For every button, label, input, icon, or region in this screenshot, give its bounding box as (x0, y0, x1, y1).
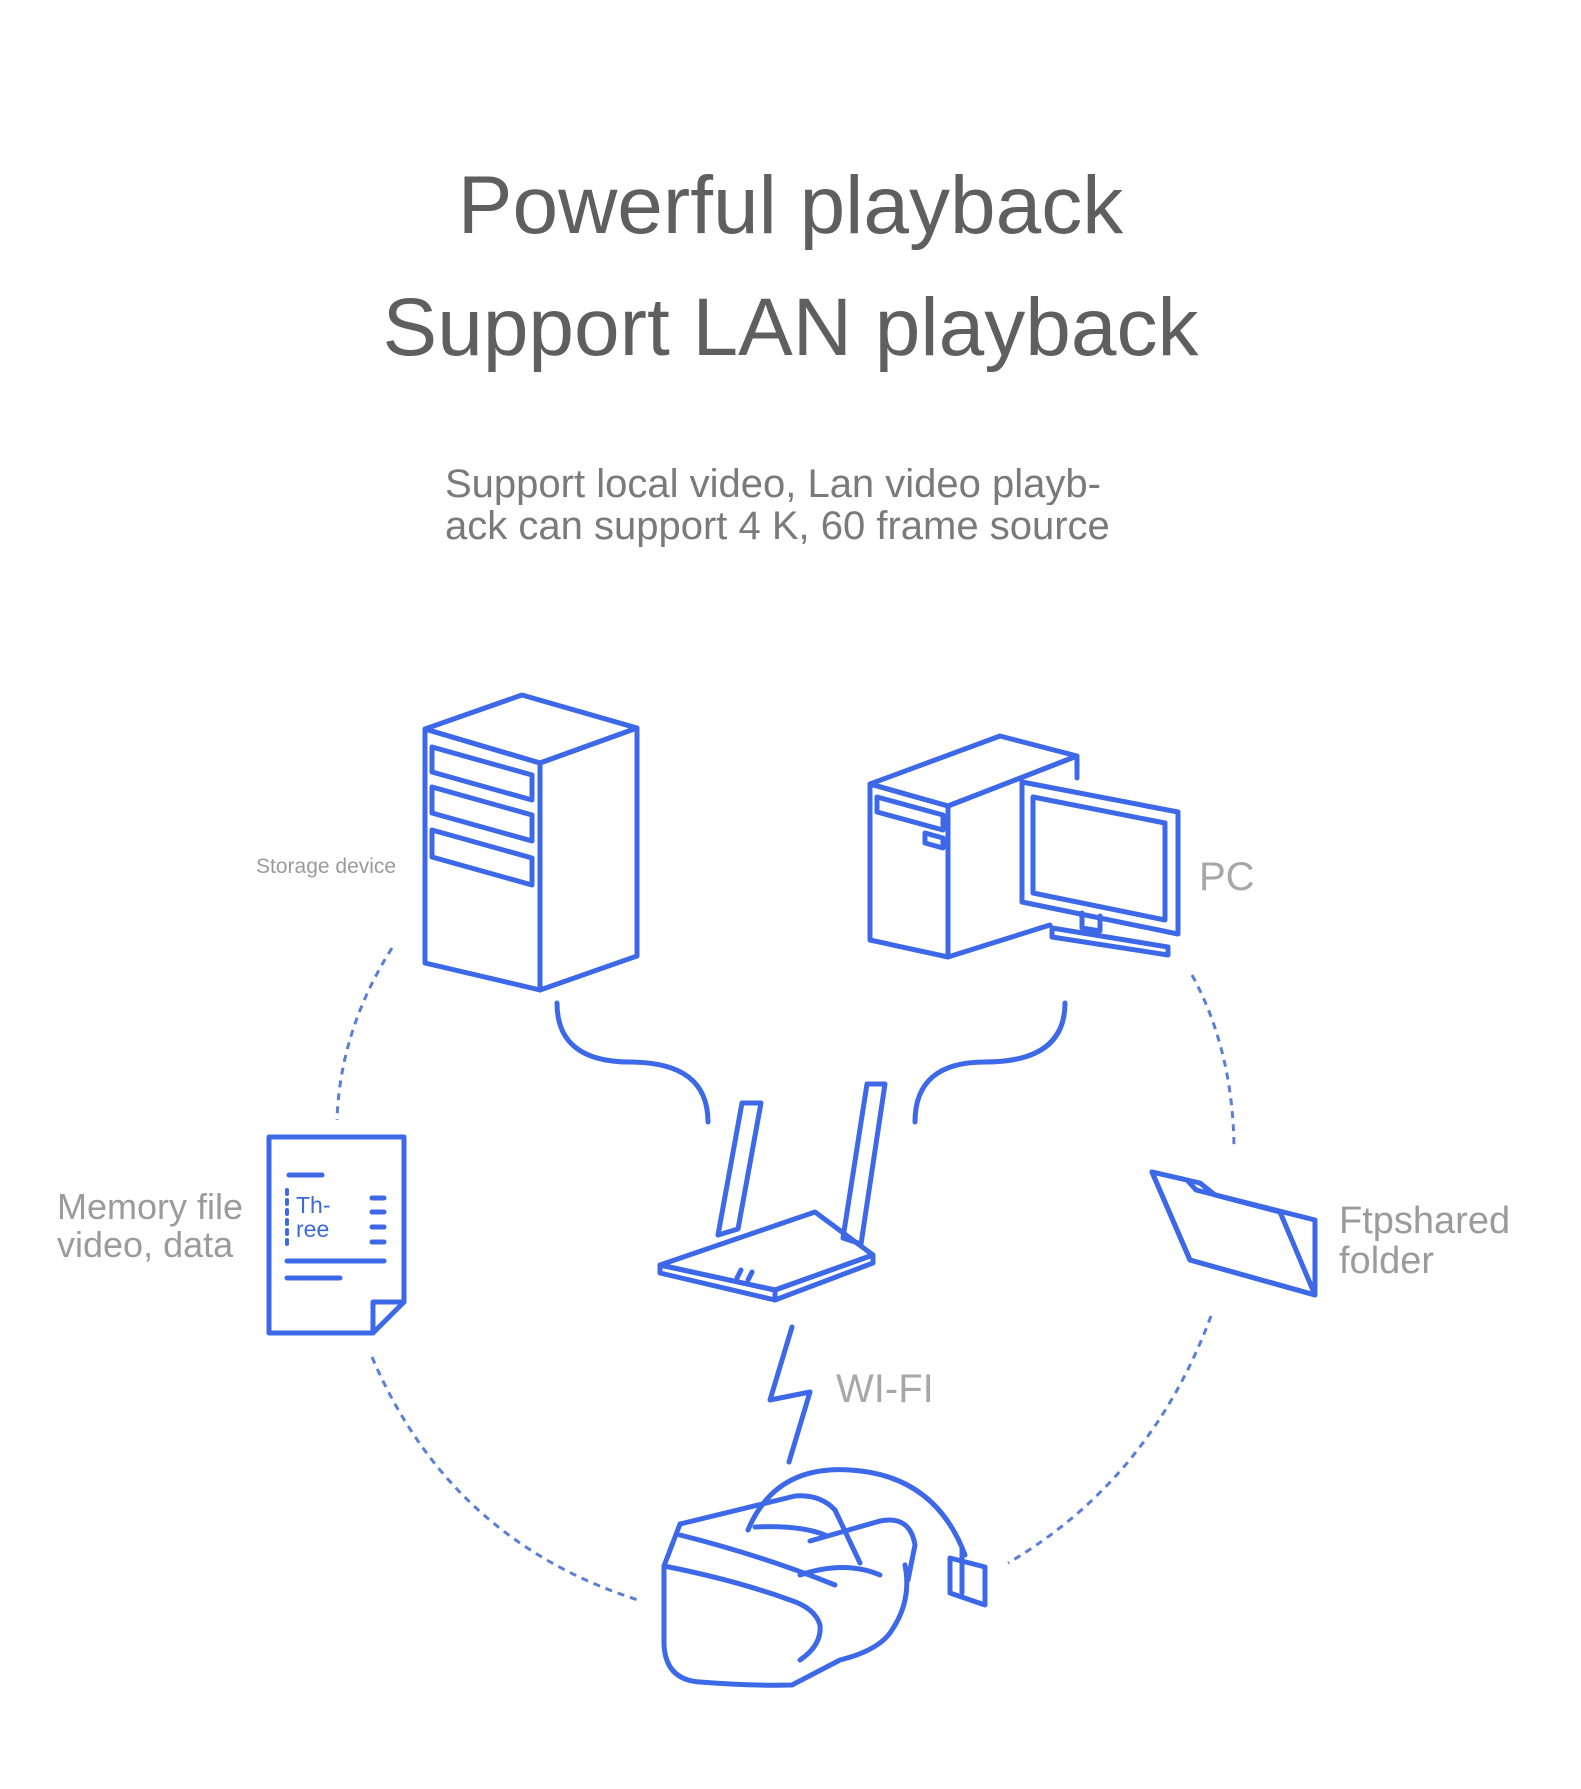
page-title-line-1: Powerful playback (457, 160, 1124, 251)
dashed-ring (335, 947, 1236, 1602)
cable-storage-router (554, 1000, 711, 1125)
cable-pc-router (912, 1000, 1068, 1125)
ring-segment-bottom-right (1007, 1315, 1213, 1565)
memory-file-label-line-2: video, data (57, 1224, 234, 1265)
folder-icon (1149, 1169, 1318, 1298)
ring-segment-top-left (335, 947, 394, 1121)
subtitle-line-2: ack can support 4 K, 60 frame source (445, 505, 1110, 547)
memory-file-label: Memory file video, data (57, 1188, 243, 1264)
vr-headset-icon (661, 1467, 988, 1688)
subtitle-line-1: Support local video, Lan video playb- (445, 463, 1101, 505)
ftp-folder-label-line-2: folder (1339, 1240, 1435, 1282)
document-text-line-1: Th- (296, 1192, 331, 1218)
wifi-label: WI-FI (836, 1367, 934, 1411)
ftp-folder-label: Ftpshared folder (1339, 1201, 1510, 1281)
memory-file-label-line-1: Memory file (57, 1186, 244, 1227)
storage-device-label: Storage device (256, 855, 397, 878)
pc-label: PC (1199, 855, 1255, 899)
desktop-pc-icon (867, 733, 1181, 960)
document-text: Th- ree (296, 1193, 331, 1241)
document-icon (266, 1134, 407, 1336)
router-icon (657, 1081, 888, 1303)
ring-segment-bottom-left (370, 1356, 639, 1602)
ring-segment-top-right (1190, 974, 1236, 1149)
storage-server-icon (422, 692, 640, 993)
document-text-line-2: ree (296, 1216, 330, 1242)
page-title-line-2: Support LAN playback (382, 282, 1199, 373)
wifi-bolt-icon (767, 1324, 813, 1465)
ftp-folder-label-line-1: Ftpshared (1339, 1200, 1511, 1242)
